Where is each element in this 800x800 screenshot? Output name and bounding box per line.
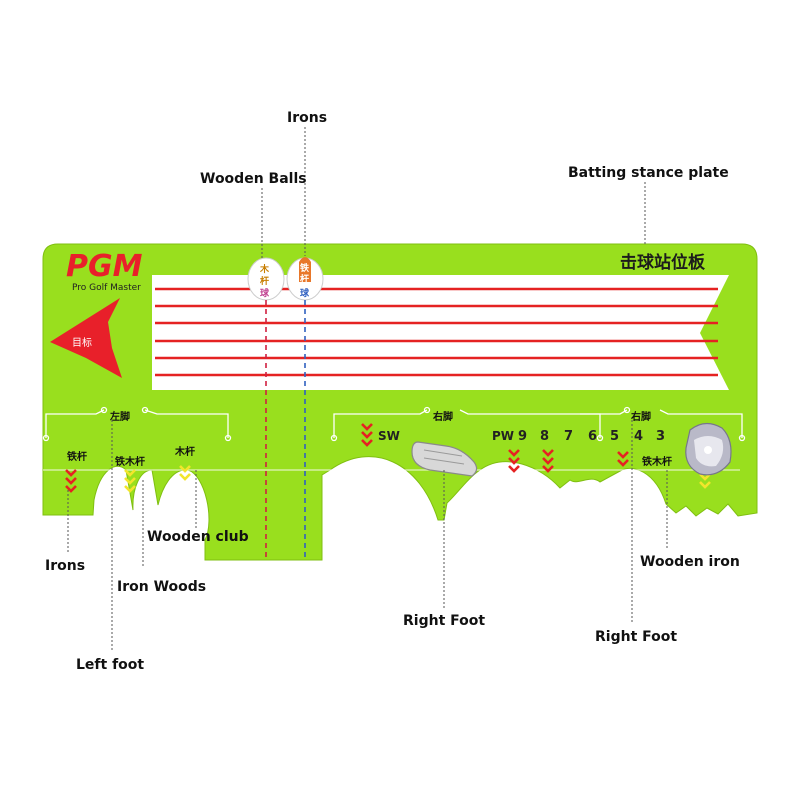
club-number-7: 7 <box>564 429 573 444</box>
chevron-down-icon <box>361 423 373 447</box>
iron-ball-char-2: 杆 <box>300 273 309 285</box>
club-number-4: 4 <box>634 429 643 444</box>
club-number-3: 3 <box>656 429 665 444</box>
chevron-down-icon <box>508 449 520 473</box>
wood-ball: 木 杆 球 <box>247 257 285 301</box>
sw-label: SW <box>378 429 400 443</box>
callout-wooden-balls: Wooden Balls <box>200 171 307 187</box>
iron-ball: 铁 杆 球 <box>286 257 324 301</box>
left-foot-bracket <box>42 406 232 442</box>
wood-ball-char-2: 杆 <box>260 275 269 287</box>
right-foot-bracket-right <box>580 406 746 442</box>
pgm-logo: PGM <box>66 249 143 284</box>
chevron-down-icon <box>699 473 711 489</box>
iron-club-head-icon <box>411 441 478 477</box>
driver-club-head-icon <box>685 422 732 476</box>
callout-iron-woods: Iron Woods <box>117 579 207 595</box>
iron-wood-board-label: 铁木杆 <box>115 455 145 468</box>
left-foot-label: 左脚 <box>109 410 130 423</box>
chevron-down-icon <box>542 449 554 473</box>
callout-leaders <box>67 127 668 652</box>
chevron-down-icon <box>617 451 629 467</box>
target-arrow-band <box>152 275 729 390</box>
callout-right-foot-mid: Right Foot <box>403 613 486 629</box>
target-arrow-icon <box>50 298 122 378</box>
target-label: 目标 <box>72 337 92 349</box>
iron-ball-char-1: 铁 <box>300 262 309 274</box>
right-foot-label-mid: 右脚 <box>432 410 453 423</box>
right-foot-label-right: 右脚 <box>630 410 651 423</box>
board-title: 击球站位板 <box>620 252 706 273</box>
callout-left-foot: Left foot <box>76 657 145 673</box>
club-number-9: 9 <box>518 429 527 444</box>
callout-batting-stance-plate: Batting stance plate <box>568 165 729 181</box>
club-number-6: 6 <box>588 429 597 444</box>
chevron-group <box>65 423 711 493</box>
chevron-down-icon <box>124 469 136 493</box>
iron-ball-char-3: 球 <box>300 287 310 299</box>
wood-ball-char-1: 木 <box>259 263 270 275</box>
callout-wooden-iron: Wooden iron <box>640 554 740 570</box>
callout-irons-top: Irons <box>287 110 328 126</box>
callout-wooden-club: Wooden club <box>147 529 249 545</box>
callout-right-foot-right: Right Foot <box>595 629 678 645</box>
right-foot-bracket-mid <box>330 406 604 442</box>
callout-irons-left: Irons <box>45 558 86 574</box>
club-number-5: 5 <box>610 429 619 444</box>
chevron-down-icon <box>65 469 77 493</box>
wood-board-label: 木杆 <box>174 445 195 458</box>
club-number-8: 8 <box>540 429 549 444</box>
iron-board-label: 铁杆 <box>67 450 87 463</box>
wood-ball-char-3: 球 <box>260 287 270 299</box>
logo-tagline: Pro Golf Master <box>72 283 141 293</box>
alignment-rails <box>155 287 718 377</box>
chevron-down-icon <box>179 465 191 481</box>
club-number-pw: PW <box>492 429 514 443</box>
iron-wood-right-board-label: 铁木杆 <box>642 455 672 468</box>
